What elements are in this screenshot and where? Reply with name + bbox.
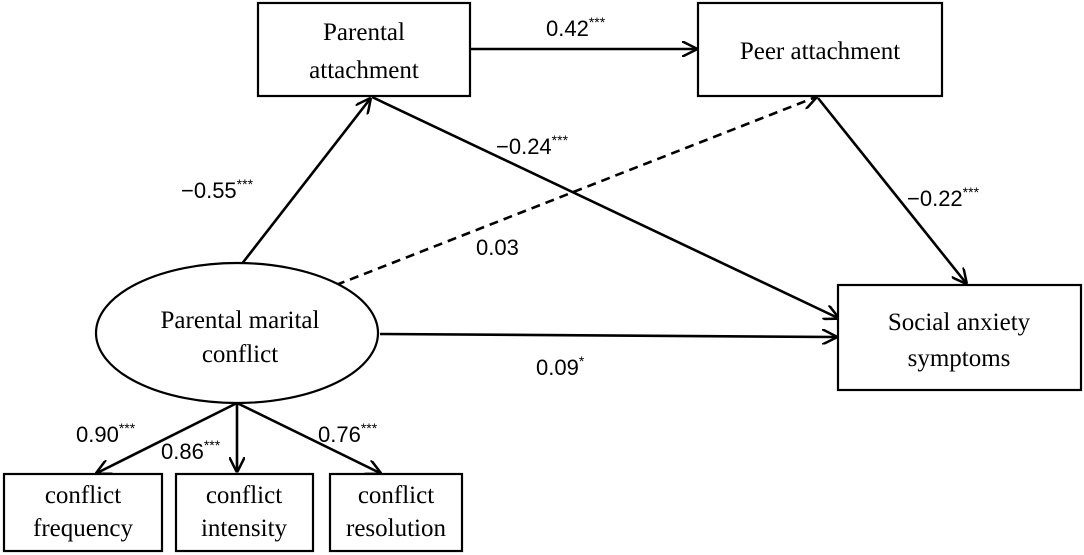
coef-value: 0.03: [476, 235, 519, 260]
node-label-line: Peer attachment: [740, 38, 900, 65]
coef-significance: ***: [552, 132, 569, 148]
coef-value: −0.55: [181, 178, 237, 203]
coef-loading-frequency: 0.90***: [76, 420, 136, 447]
edge-conflict-to-parental: [239, 99, 370, 266]
node-label-line: Parental: [323, 19, 405, 46]
node-label-line: conflict: [206, 482, 282, 509]
node-label-line: conflict: [358, 482, 434, 509]
node-label-line: resolution: [346, 515, 446, 542]
node-parental-marital-conflict: Parental marital conflict: [94, 261, 380, 405]
node-label-line: intensity: [201, 515, 288, 542]
coef-value: 0.42: [546, 16, 589, 41]
coef-value: −0.24: [496, 134, 552, 159]
coef-significance: ***: [119, 420, 136, 436]
node-conflict-intensity: conflict intensity: [174, 472, 315, 553]
edge-peer-to-anxiety: [816, 97, 966, 283]
coef-parental-to-anxiety: −0.24***: [496, 132, 569, 159]
coef-significance: *: [579, 353, 585, 369]
coef-peer-to-anxiety: −0.22***: [907, 184, 980, 211]
edge-loading-frequency: [97, 401, 238, 473]
edge-conflict-to-anxiety: [379, 334, 836, 337]
coef-value: 0.09: [536, 355, 579, 380]
coef-significance: ***: [204, 437, 221, 453]
coef-value: 0.76: [318, 422, 361, 447]
node-label-line: conflict: [202, 341, 278, 368]
node-social-anxiety-symptoms: Social anxiety symptoms: [836, 283, 1083, 392]
node-conflict-resolution: conflict resolution: [328, 472, 464, 553]
node-conflict-frequency: conflict frequency: [2, 472, 164, 553]
coef-conflict-to-peer: 0.03: [476, 235, 519, 260]
node-label-line: Social anxiety: [888, 309, 1031, 336]
coef-significance: ***: [963, 184, 980, 200]
coef-value: 0.90: [76, 422, 119, 447]
node-peer-attachment: Peer attachment: [696, 1, 944, 98]
node-label-line: symptoms: [908, 345, 1011, 372]
coef-value: −0.22: [907, 186, 963, 211]
coef-conflict-to-parental: −0.55***: [181, 176, 254, 203]
coef-parental-to-peer: 0.42***: [546, 14, 606, 41]
coef-conflict-to-anxiety: 0.09*: [536, 353, 585, 380]
edge-parental-to-anxiety: [371, 95, 838, 318]
coef-value: 0.86: [161, 439, 204, 464]
coef-significance: ***: [361, 420, 378, 436]
node-label-line: conflict: [45, 482, 121, 509]
edge-conflict-to-peer: [335, 97, 816, 287]
node-label-line: Parental marital: [161, 307, 320, 334]
node-label-line: frequency: [33, 515, 133, 542]
edge-loading-resolution: [236, 401, 380, 473]
coef-loading-intensity: 0.86***: [161, 437, 221, 464]
coef-significance: ***: [237, 176, 254, 192]
coef-significance: ***: [589, 14, 606, 30]
node-parental-attachment: Parental attachment: [256, 1, 472, 98]
node-label-line: attachment: [309, 57, 419, 84]
coef-loading-resolution: 0.76***: [318, 420, 378, 447]
